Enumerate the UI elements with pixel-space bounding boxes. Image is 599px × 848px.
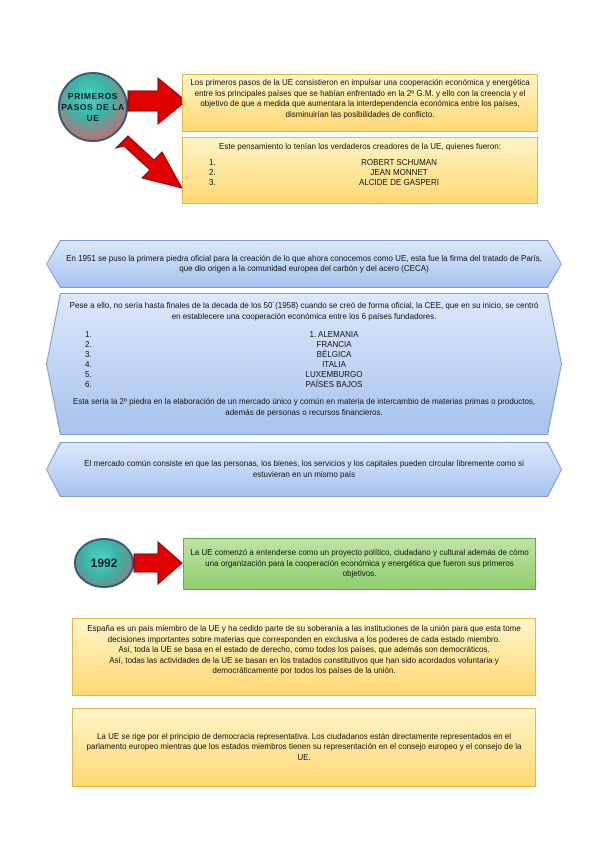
espana-box: España es un país miembro de la UE y ha … — [72, 618, 536, 696]
cee-band-border: Pese a ello, no sería hasta finales de l… — [46, 293, 562, 435]
ceca-text: En 1951 se puso la primera piedra oficia… — [66, 253, 542, 273]
cee-intro: Pese a ello, no sería hasta finales de l… — [69, 301, 539, 321]
ceca-band-border: En 1951 se puso la primera piedra oficia… — [46, 240, 562, 288]
year-1992-box: La UE comenzó a entenderse como un proye… — [183, 538, 536, 590]
espana-p2: Así, toda la UE se basa en el estado de … — [118, 645, 490, 654]
list-item: 6.PAÍSES BAJOS — [85, 380, 363, 389]
year-1992-circle: 1992 — [74, 538, 134, 588]
primeros-pasos-box: Los primeros pasos de la UE consistieron… — [182, 74, 538, 132]
list-item: 2.JEAN MONNET — [209, 167, 428, 177]
mercado-band-border: El mercado común consiste en que las per… — [46, 442, 562, 497]
mercado-text: El mercado común consiste en que las per… — [84, 459, 524, 479]
list-item: 1.ROBERT SCHUMAN — [209, 157, 437, 167]
primeros-pasos-circle: PRIMEROS PASOS DE LA UE — [58, 72, 128, 142]
arrow-diagonal-icon — [114, 135, 183, 189]
countries-list: 1.1. ALEMANIA 2.FRANCIA 3.BÉLGICA 4.ITAL… — [65, 330, 543, 390]
year-1992-label: 1992 — [90, 556, 118, 570]
cee-outro: Esta sería la 2º piedra en la elaboració… — [72, 397, 536, 417]
arrow-right-icon — [133, 540, 183, 586]
creadores-box: Este pensamiento lo tenían los verdadero… — [182, 137, 538, 204]
list-item: 5.LUXEMBURGO — [85, 370, 363, 379]
founders-list: 1.ROBERT SCHUMAN 2.JEAN MONNET 3.ALCIDE … — [191, 158, 529, 188]
list-item: 3.ALCIDE DE GASPERI — [209, 177, 440, 187]
democracia-box: La UE se rige por el principio de democr… — [72, 708, 536, 787]
list-item: 1.1. ALEMANIA — [85, 330, 359, 339]
list-item: 2.FRANCIA — [85, 340, 352, 349]
year-1992-text: La UE comenzó a entenderse como un proye… — [190, 548, 529, 579]
list-item: 4.ITALIA — [85, 360, 346, 369]
democracia-text: La UE se rige por el principio de democr… — [86, 731, 522, 762]
creadores-intro: Este pensamiento lo tenían los verdadero… — [219, 142, 501, 151]
list-item: 3.BÉLGICA — [85, 350, 352, 359]
primeros-pasos-text: Los primeros pasos de la UE consistieron… — [190, 78, 530, 119]
espana-p3: Así, todas las actividades de la UE se b… — [109, 655, 499, 676]
espana-p1: España es un país miembro de la UE y ha … — [87, 624, 521, 644]
arrow-right-icon — [127, 76, 187, 126]
primeros-pasos-label: PRIMEROS PASOS DE LA UE — [61, 90, 125, 123]
